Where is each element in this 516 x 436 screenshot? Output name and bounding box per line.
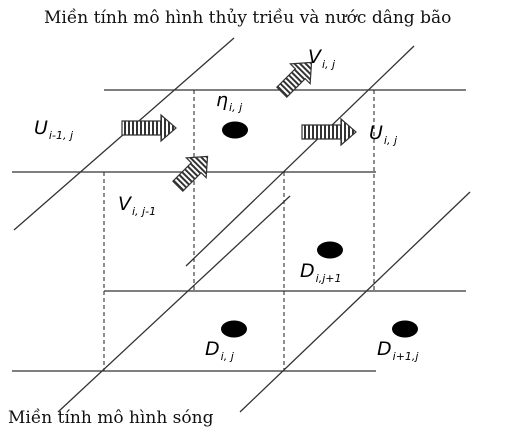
tide-surge-domain-caption: Miền tính mô hình thủy triều và nước dân…	[44, 8, 452, 28]
u-ij-label: Ui, j	[369, 122, 398, 147]
eta-ij-label: ηi, j	[216, 89, 243, 114]
u-ij-arrow	[301, 117, 357, 147]
d-node-ip1-j	[392, 320, 418, 338]
d-ip1j-label: Di+1,j	[377, 338, 419, 363]
u-im1j-arrow	[121, 113, 177, 143]
diagonal-line-2	[185, 45, 415, 267]
eta-node	[222, 121, 248, 139]
wave-domain-caption: Miền tính mô hình sóng	[8, 408, 214, 428]
d-ijp1-label: Di,j+1	[300, 260, 341, 285]
d-node-i-jp1	[317, 241, 343, 259]
d-ij-label: Di, j	[205, 338, 235, 363]
v-ij-label: Vi, j	[308, 46, 336, 71]
diagonal-line-4	[239, 191, 471, 413]
v-ijm1-label: Vi, j-1	[118, 193, 156, 218]
d-node-i-j	[221, 320, 247, 338]
diagonal-line-3	[57, 195, 291, 413]
v-ij-arrow	[276, 61, 313, 98]
u-im1j-label: Ui-1, j	[34, 117, 74, 142]
v-ijm1-arrow	[172, 155, 209, 192]
